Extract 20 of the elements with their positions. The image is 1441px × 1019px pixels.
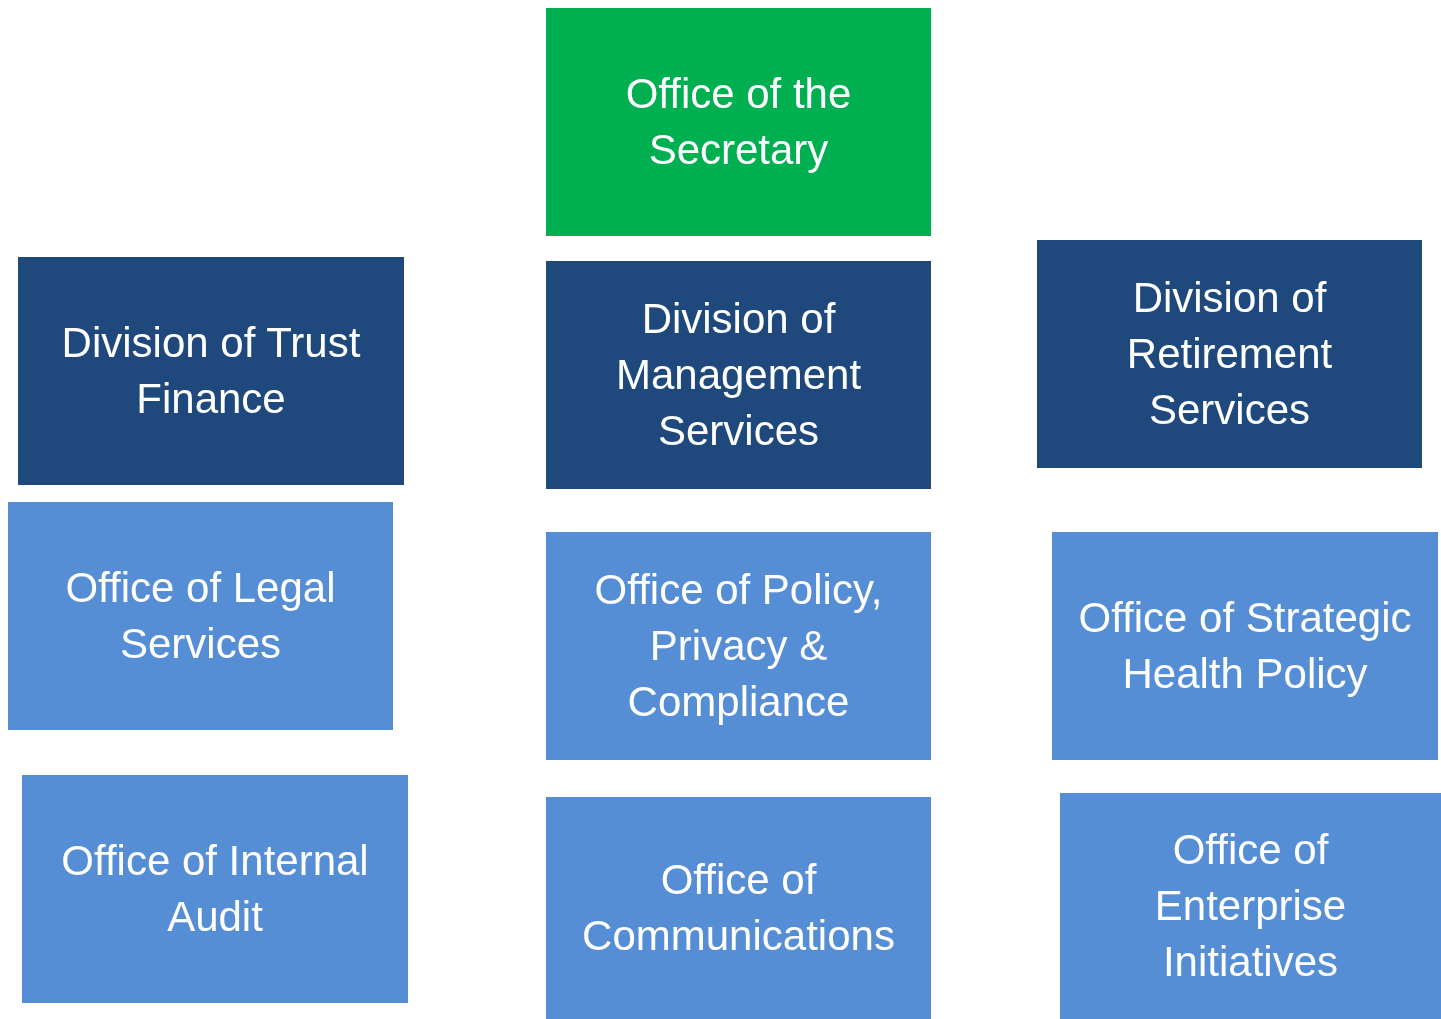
org-unit-box	[546, 261, 931, 489]
unit-name: Office of the Secretary	[624, 69, 853, 175]
org-unit-box	[1052, 532, 1438, 760]
unit-name: Office of Communications	[581, 855, 896, 961]
top-office-box	[546, 8, 931, 236]
org-unit-box	[8, 502, 393, 730]
org-unit-box	[22, 775, 408, 1003]
org-unit-box	[546, 797, 931, 1019]
org-unit-box	[1060, 793, 1441, 1019]
org-unit-box	[1037, 240, 1422, 468]
org-unit-box	[18, 257, 404, 485]
unit-name: Division of Retirement Services	[1125, 273, 1334, 435]
unit-name: Division of Management Services	[614, 294, 863, 456]
unit-name: Office of Policy, Privacy & Compliance	[593, 565, 884, 727]
unit-name: Office of Internal Audit	[60, 836, 370, 942]
unit-name: Office of Legal Services	[64, 563, 337, 669]
unit-name: Division of Trust Finance	[60, 318, 362, 424]
org-unit-box	[546, 532, 931, 760]
unit-name: Office of Strategic Health Policy	[1077, 593, 1413, 699]
unit-name: Office of Enterprise Initiatives	[1153, 825, 1348, 987]
